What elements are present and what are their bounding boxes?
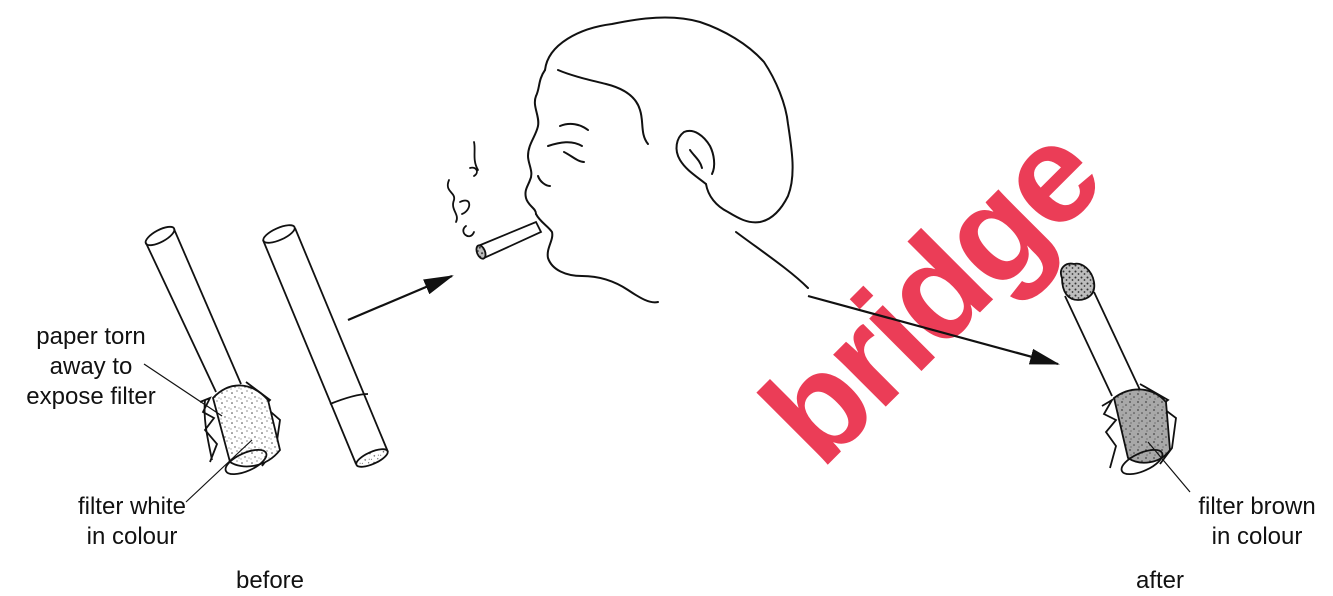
arrow-to-after-cigarette [808, 296, 1058, 364]
before-label: before [225, 566, 315, 596]
smoker-head [525, 18, 808, 303]
leader-lines [144, 364, 1190, 502]
smoke-curls [448, 142, 478, 236]
burnt-cigarette-after [1061, 264, 1176, 480]
paper-torn-label: paper torn away to expose filter [6, 322, 176, 412]
intact-cigarette-before [261, 222, 390, 471]
label-line: in colour [52, 522, 212, 552]
label-line: filter brown [1182, 492, 1332, 522]
label-line: paper torn [6, 322, 176, 352]
filter-brown-label: filter brown in colour [1182, 492, 1332, 552]
filter-white-label: filter white in colour [52, 492, 212, 552]
label-line: filter white [52, 492, 212, 522]
label-line: in colour [1182, 522, 1332, 552]
after-label: after [1115, 566, 1205, 596]
label-line: expose filter [6, 382, 176, 412]
label-line: away to [6, 352, 176, 382]
lit-cigarette-in-mouth [475, 222, 541, 260]
arrow-to-smoker [348, 276, 452, 320]
